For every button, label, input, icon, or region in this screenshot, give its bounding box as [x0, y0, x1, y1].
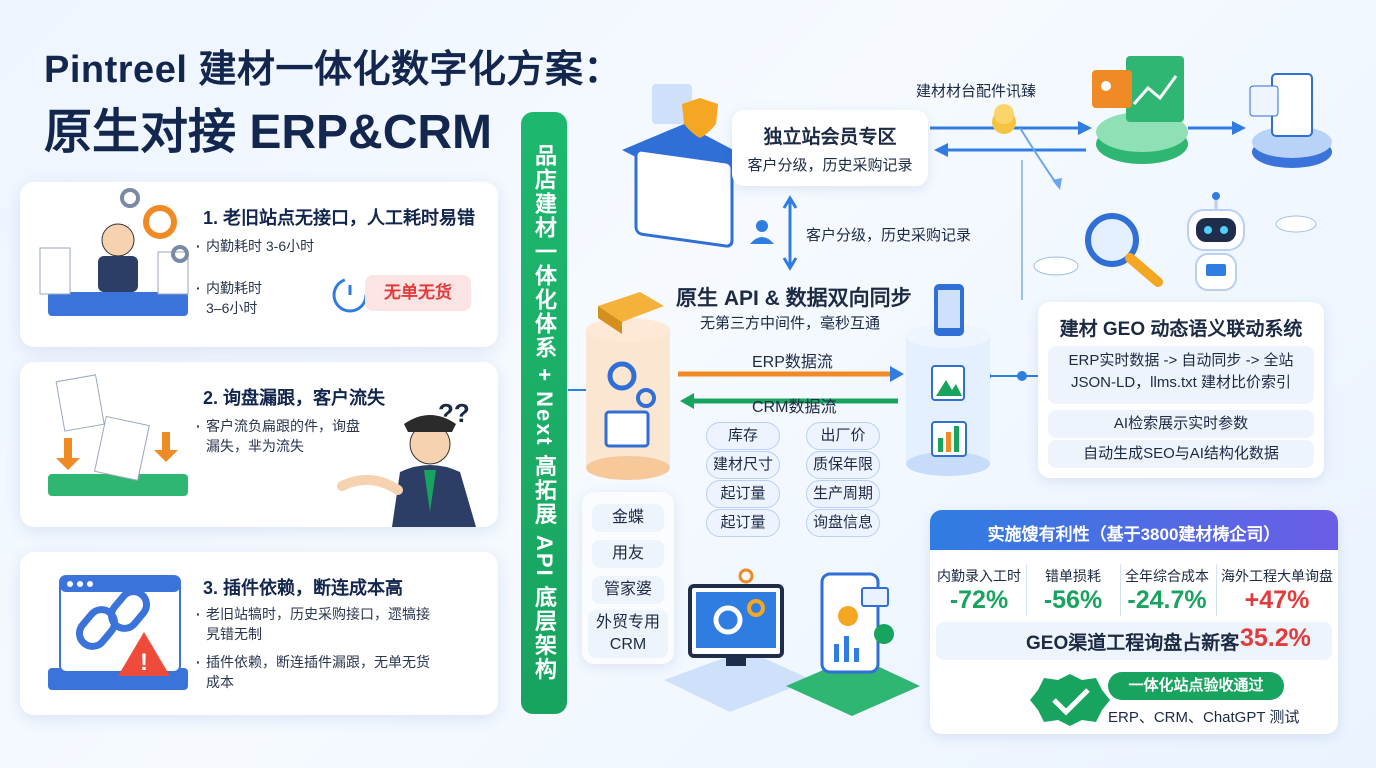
problem-1-title: 1. 老旧站点无接口，人工耗时易错 — [203, 208, 476, 228]
field-moq-2: 起订量 — [706, 509, 780, 537]
shield-icon — [682, 98, 718, 138]
architecture-side-bar-label: 品店建材一体化体系 + Next 高拓展 API 底层架构 — [532, 144, 557, 682]
phone-icon — [934, 284, 964, 336]
erp-system-yonyou: 用友 — [592, 540, 664, 568]
field-inventory: 库存 — [706, 422, 780, 450]
geo-line-2: AI检索展示实时参数 — [1048, 410, 1314, 438]
crm-flow-label: CRM数据流 — [752, 399, 837, 416]
chart-image-icon — [931, 365, 965, 401]
gear-icon — [171, 245, 189, 263]
benefits-title: 实施馊有利性（基于3800建材梼企司） — [987, 525, 1281, 544]
geo-share-label: GEO渠道工程询盘占新客 — [1026, 633, 1240, 654]
mail-icon — [861, 587, 889, 607]
benefits-header — [930, 510, 1338, 550]
confused-man-illustration: ?? — [337, 398, 476, 527]
mobile-icon — [820, 572, 880, 674]
field-production-cycle: 生产周期 — [806, 480, 880, 508]
coin-stack-icon — [992, 110, 1016, 134]
field-inquiry-info: 询盘信息 — [806, 509, 880, 537]
stat-label-4: 海外工程大单询盘 — [1221, 568, 1333, 584]
problem-card-1: 1. 老旧站点无接口，人工耗时易错 内勤耗时 3-6小时 内勤耗时 3–6小时 — [20, 182, 498, 347]
no-order-badge: 无单无货 — [365, 275, 471, 311]
api-sync-subtitle: 无第三方中间件，毫秒互通 — [700, 315, 881, 332]
magnifier-icon — [1085, 213, 1139, 267]
erp-flow-label: ERP数据流 — [752, 354, 833, 371]
acceptance-badge: 一体化站点验收通过 — [1108, 672, 1284, 700]
problem-2-bullet-1: 客户流负扁跟的件，询盘 漏失，芈为流失 — [196, 416, 360, 456]
problem-3-bullet-1: 老旧站犒时，历史采购接口，遝犒接 旯错无制 — [196, 604, 430, 644]
svg-text:!: ! — [140, 649, 148, 676]
architecture-side-bar: 品店建材一体化体系 + Next 高拓展 API 底层架构 — [521, 112, 567, 714]
erp-system-guanjiapo: 管家婆 — [592, 576, 664, 604]
problem-card-3: ! 3. 插件依赖，断连成本高 老旧站犒时，历史采购接口，遝犒接 旯错无制 插件… — [20, 552, 498, 715]
page-title-line2: 原生对接 ERP&CRM — [44, 106, 493, 159]
geo-line-3: 自动生成SEO与AI结构化数据 — [1048, 440, 1314, 468]
benefits-panel: 实施馊有利性（基于3800建材梼企司） 内勤录入工时 -72% 错单损耗 -56… — [930, 510, 1338, 734]
gear-icon — [738, 568, 754, 584]
lost-documents-illustration — [48, 374, 188, 496]
field-warranty: 质保年限 — [806, 451, 880, 479]
problem-3-bullet-2: 插件依赖，断连插件漏跟，无单无货 成本 — [196, 652, 430, 692]
document-icon — [1271, 73, 1313, 137]
erp-system-foreign-trade-crm: 外贸专用 CRM — [588, 610, 668, 658]
member-zone-subtitle: 客户分级，历史采购记录 — [747, 157, 913, 174]
stat-label-1: 内勤录入工时 — [937, 568, 1021, 584]
api-sync-title: 原生 API & 数据双向同步 — [676, 287, 912, 310]
gear-icon — [143, 205, 177, 239]
geo-share-value: 35.2% — [1240, 624, 1311, 652]
field-material-size: 建材尺寸 — [706, 451, 780, 479]
dashboard-icon — [1126, 56, 1184, 122]
stat-value-1: -72% — [949, 586, 1009, 614]
gear-icon — [607, 361, 637, 391]
sync-label: 客户分级，历史采购记录 — [806, 227, 972, 244]
problem-2-title: 2. 询盘漏跟，客户流失 — [203, 388, 386, 408]
gear-icon — [747, 599, 765, 617]
stat-label-3: 全年综合成本 — [1125, 568, 1209, 584]
gear-icon — [120, 188, 140, 208]
monitor-icon — [604, 410, 650, 448]
geo-line-1: ERP实时数据 -> 自动同步 -> 全站 JSON-LD，llms.txt 建… — [1048, 346, 1314, 404]
warning-icon — [118, 632, 170, 676]
problem-3-title: 3. 插件依赖，断连成本高 — [203, 578, 404, 598]
broken-link-illustration: ! — [48, 575, 188, 690]
member-zone-box: 独立站会员专区 客户分级，历史采购记录 — [732, 110, 928, 186]
page-title-line1: Pintreel 建材一体化数字化方案： — [44, 49, 622, 91]
stat-label-2: 错单损耗 — [1045, 568, 1101, 584]
problem-1-bullet-1: 内勤耗时 3-6小时 — [196, 236, 314, 256]
problem-1-bullet-2: 内勤耗时 3–6小时 — [196, 278, 262, 318]
erp-system-kingdee: 金蝶 — [592, 504, 664, 532]
gold-bars-icon — [598, 292, 664, 322]
id-card-icon — [1092, 70, 1132, 108]
gear-icon — [713, 605, 743, 635]
stressed-worker-illustration — [39, 188, 189, 316]
stat-value-2: -56% — [1043, 586, 1103, 614]
problem-card-2: 2. 询盘漏跟，客户流失 客户流负扁跟的件，询盘 漏失，芈为流失 ?? — [20, 362, 498, 527]
top-flow-label: 建材材台配件讯臻 — [916, 83, 1037, 100]
gear-icon — [636, 388, 656, 408]
field-factory-price: 出厂价 — [806, 422, 880, 450]
stat-value-3: -24.7% — [1127, 586, 1207, 614]
pie-chart-icon — [874, 624, 894, 644]
desktop-monitor-icon — [688, 584, 784, 658]
geo-system-title: 建材 GEO 动态语义联动系统 — [1059, 319, 1303, 340]
stat-value-4: +47% — [1244, 586, 1310, 614]
bar-chart-icon — [931, 421, 967, 457]
field-moq: 起订量 — [706, 480, 780, 508]
geo-share-row — [936, 622, 1332, 660]
robot-icon — [1187, 209, 1245, 251]
acceptance-subtitle: ERP、CRM、ChatGPT 测试 — [1108, 709, 1300, 726]
member-zone-title: 独立站会员专区 — [763, 127, 897, 148]
